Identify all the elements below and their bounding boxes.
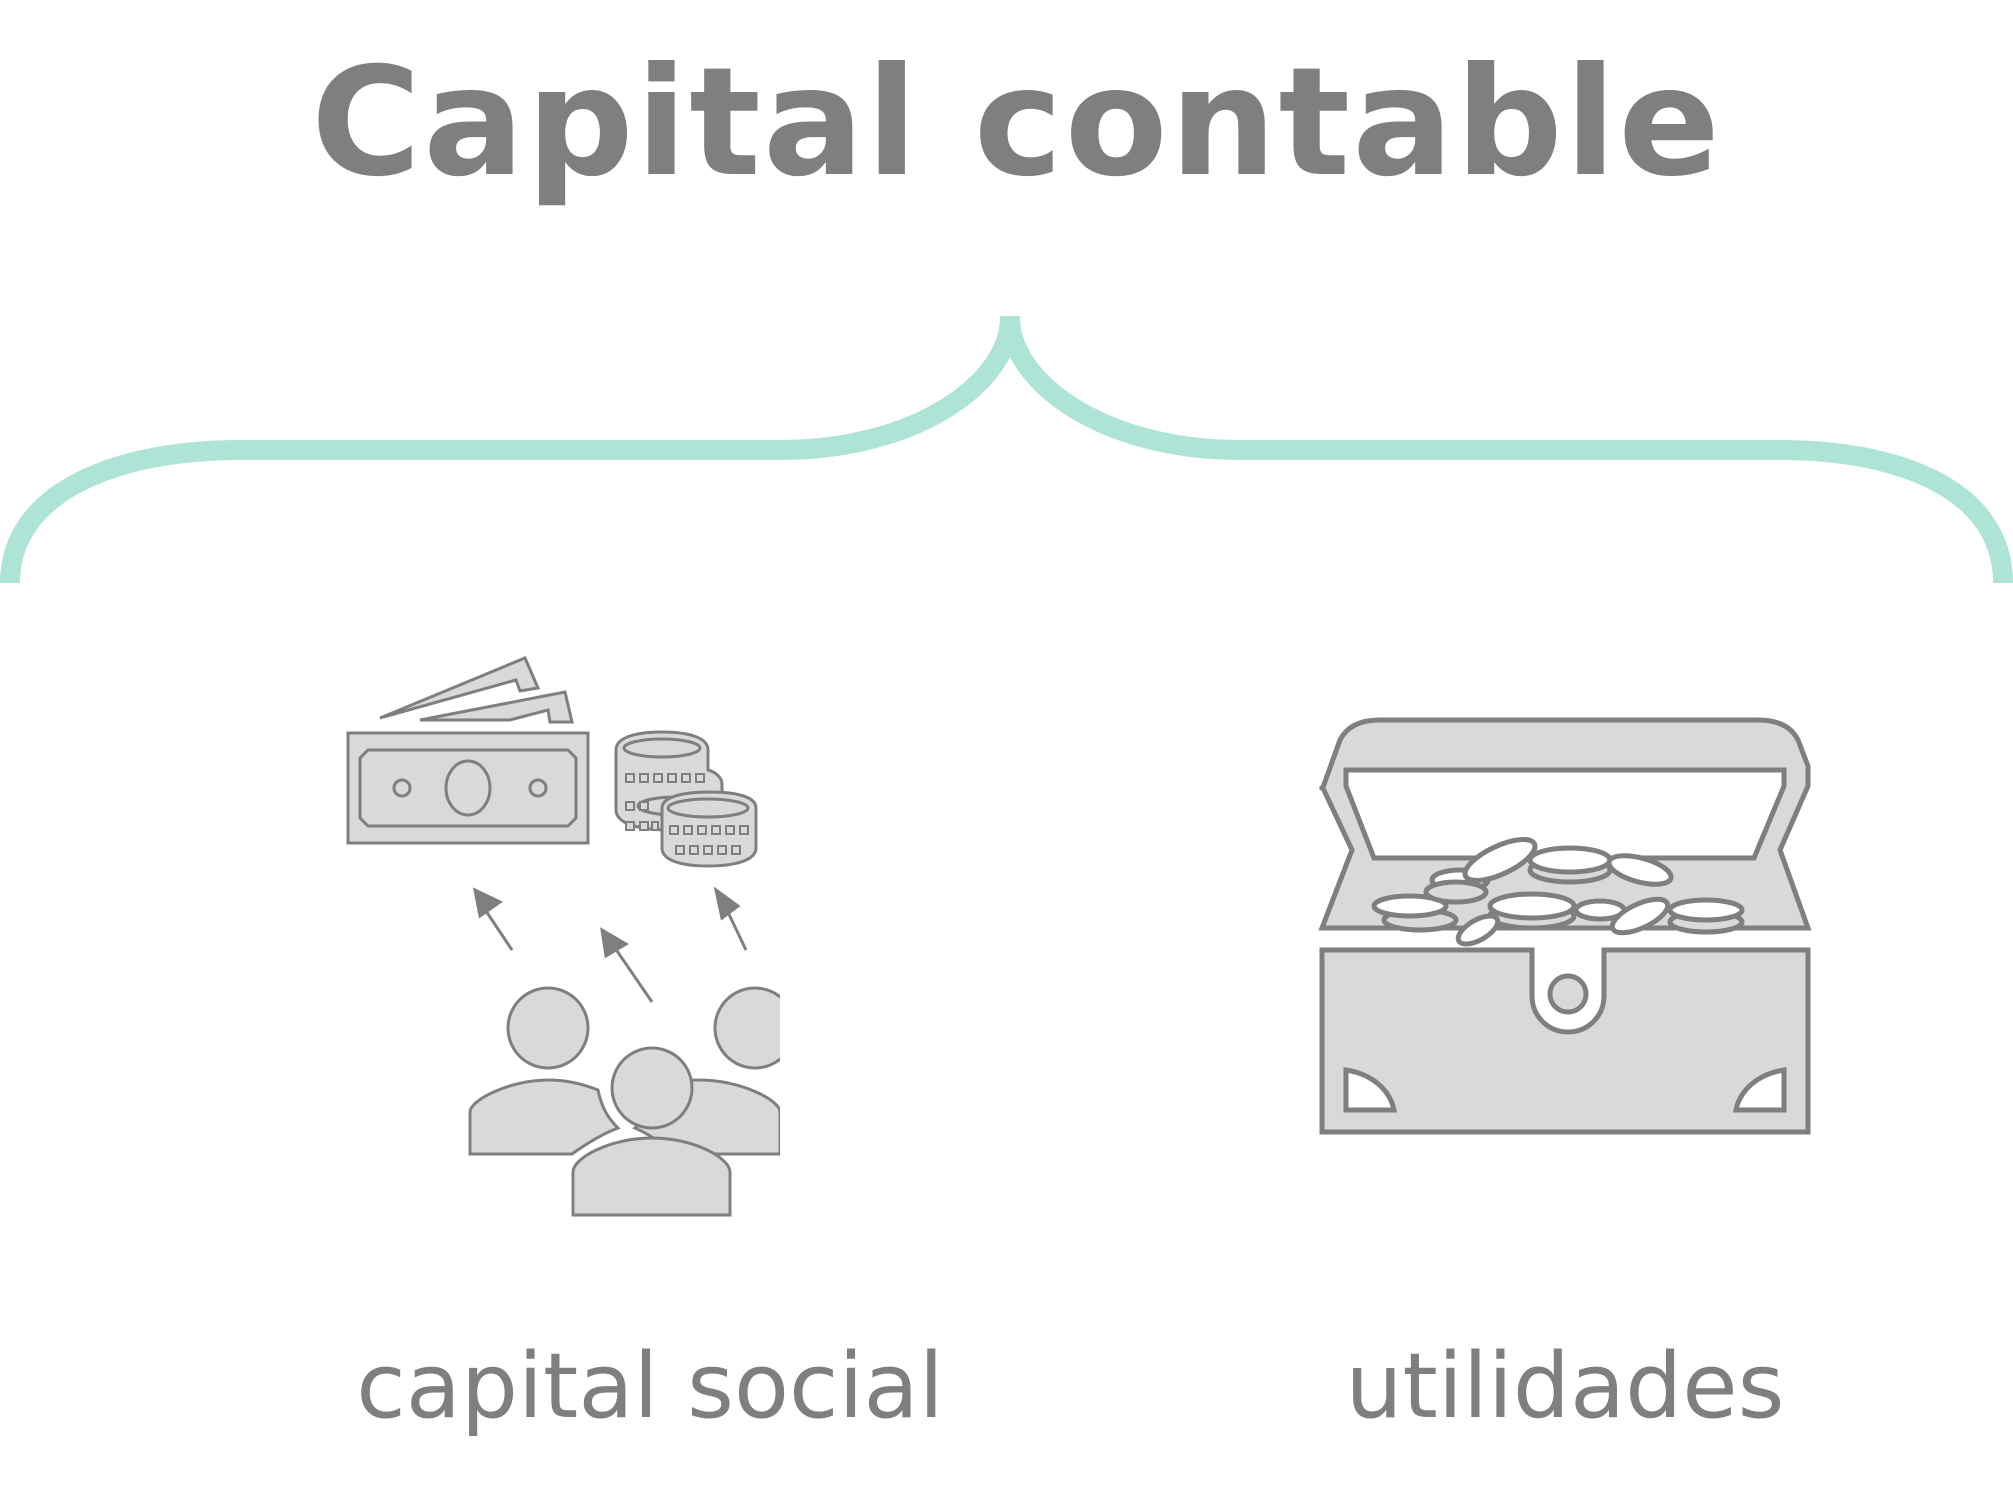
arrow-right-head (713, 886, 741, 921)
bill-back-2 (419, 690, 574, 724)
person-left-body (468, 1078, 621, 1156)
arrow-center-shaft (613, 947, 654, 1003)
bill-center-oval (444, 759, 492, 817)
coin-top-front-2 (666, 797, 750, 819)
chest-lid-inner (1343, 767, 1787, 861)
brace-tip (1000, 316, 1020, 324)
caption-capital-social: capital social (356, 1334, 944, 1439)
arrow-center-head (600, 927, 629, 959)
coin-top-back (622, 737, 702, 759)
coin-pile (1371, 837, 1745, 947)
chest-base (1319, 947, 1811, 1135)
chest-corner-left (1343, 1067, 1398, 1113)
bill-back-1 (379, 656, 541, 720)
coin-ridges (625, 773, 749, 855)
chest-corner-right (1732, 1067, 1787, 1113)
arrow-right-shaft (724, 907, 748, 951)
diagram-title: Capital contable (311, 36, 1722, 210)
bill-left-dot (392, 778, 412, 798)
person-left-head (506, 986, 590, 1070)
brace-path (0, 317, 2013, 584)
people-contributing-money-icon (346, 656, 780, 1217)
caption-utilidades: utilidades (1345, 1334, 1785, 1439)
chest-lock (1547, 973, 1589, 1015)
bill-right-dot (528, 778, 548, 798)
person-right-head (713, 986, 780, 1070)
treasure-chest-coins-icon (1318, 717, 1812, 1135)
curly-brace (0, 316, 2013, 584)
arrow-left-head (472, 887, 503, 919)
person-center-body (571, 1136, 732, 1217)
person-center-head (610, 1046, 694, 1130)
